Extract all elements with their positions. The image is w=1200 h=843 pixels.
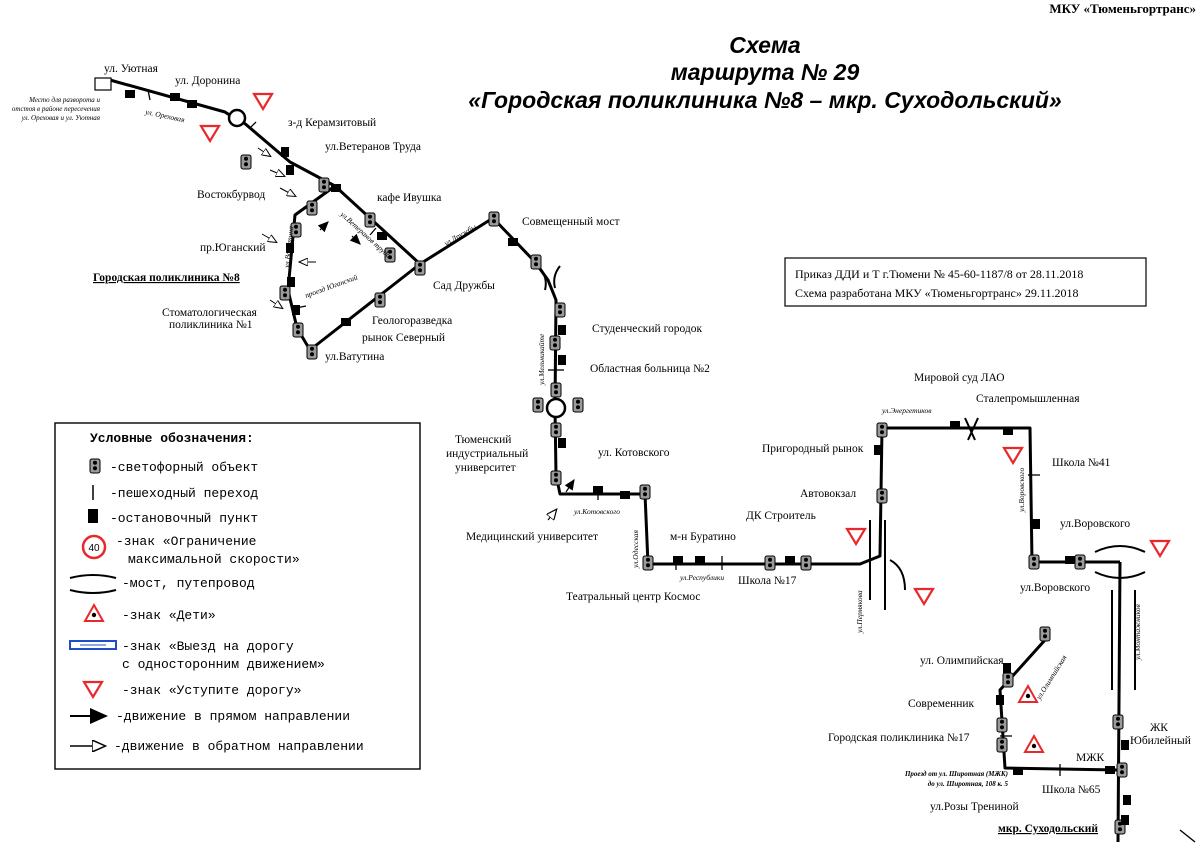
- stop-label: ул. Котовского: [598, 447, 670, 459]
- stop-label: поликлиника №1: [169, 319, 253, 331]
- stop-label: Школа №41: [1052, 457, 1111, 469]
- street-label: ул.Монтажников: [1133, 603, 1142, 661]
- stop-label: университет: [455, 462, 516, 474]
- stop-label: Автовокзал: [800, 488, 856, 500]
- turnaround-box: [94, 77, 112, 91]
- stop-label: ул.Воровского: [1060, 518, 1130, 530]
- organization-label: МКУ «Тюменьгортранс»: [1049, 1, 1196, 16]
- svg-text:-пешеходный переход: -пешеходный переход: [110, 486, 258, 501]
- stop-label: з-д Керамзитовый: [288, 117, 376, 129]
- svg-text:отстоя в районе пересечения: отстоя в районе пересечения: [12, 105, 100, 113]
- stop-label: Пригородный рынок: [762, 443, 864, 455]
- street-label: ул.Котовского: [573, 507, 620, 516]
- stop-label: Сталепромышленная: [976, 393, 1080, 405]
- roundabout-2: [545, 397, 567, 419]
- direction-arrows: [257, 147, 575, 520]
- traffic-light-icon: [89, 458, 101, 474]
- stop-label: Современник: [908, 698, 975, 710]
- passage-note: Проезд от ул. Широтная (МЖК) до ул. Широ…: [904, 770, 1009, 788]
- stop-label: ул.Ветеранов Труда: [325, 141, 421, 153]
- svg-text:-движение в прямом направлении: -движение в прямом направлении: [116, 709, 350, 724]
- stop-label: кафе Ивушка: [377, 192, 441, 204]
- one-way-sign-icon: [69, 640, 117, 650]
- page-title-line2: маршрута № 29: [671, 59, 860, 85]
- street-label: ул.Одесская: [631, 529, 640, 569]
- stop-label: индустриальный: [446, 448, 528, 460]
- svg-text:-знак «Уступите дорогу»: -знак «Уступите дорогу»: [122, 683, 301, 698]
- street-label: проезд Юганский: [304, 272, 359, 300]
- street-label: ул.Дружбы: [442, 222, 478, 248]
- street-label: ул.Энергетиков: [881, 406, 932, 415]
- stop-label: Стоматологическая: [162, 307, 258, 319]
- stop-label: МЖК: [1076, 752, 1105, 764]
- street-label: ул.Ватутина: [282, 225, 295, 269]
- street-label: ул. Ореховая: [144, 107, 186, 124]
- stop-label: ул.Розы Трениной: [930, 801, 1019, 813]
- svg-text:-знак «Дети»: -знак «Дети»: [122, 608, 216, 623]
- street-label: ул.Республики: [679, 573, 724, 582]
- stop-label: Студенческий городок: [592, 323, 703, 335]
- stop-label: Сад Дружбы: [433, 280, 495, 292]
- svg-text:до ул. Широтная, 108 к. 5: до ул. Широтная, 108 к. 5: [928, 780, 1009, 788]
- order-line1: Приказ ДДИ и Т г.Тюмени № 45-60-1187/8 о…: [795, 267, 1083, 281]
- stop-label: Медицинский университет: [466, 531, 598, 543]
- roundabout-1: [227, 108, 247, 128]
- speed-limit-sign-icon: 40: [81, 534, 107, 560]
- street-label: ул.Воровского: [1017, 468, 1026, 513]
- turnaround-note: Место для разворота и отстоя в районе пе…: [12, 96, 101, 122]
- stop-label: пр.Юганский: [200, 242, 266, 254]
- stop-label: Городская поликлиника №17: [828, 732, 970, 744]
- stop-label: ул. Олимпийская: [920, 655, 1004, 667]
- stop-label: ул. Доронина: [175, 75, 240, 87]
- stop-label: Школа №65: [1042, 784, 1101, 796]
- stop-label: Совмещенный мост: [522, 216, 620, 228]
- stop-label: ДК Строитель: [746, 510, 816, 522]
- stop-label: Геологоразведка: [372, 315, 452, 327]
- crosswalks: [147, 89, 1061, 776]
- svg-text:максимальной скорости»: максимальной скорости»: [128, 552, 300, 567]
- svg-text:с односторонним движением»: с односторонним движением»: [122, 657, 325, 672]
- order-box: [784, 257, 1147, 307]
- stop-label: м-н Буратино: [670, 531, 736, 543]
- street-label: ул.Олимпийская: [1034, 653, 1069, 702]
- stop-label: Школа №17: [738, 575, 797, 587]
- stop-label: Юбилейный: [1130, 735, 1191, 747]
- stop-label: Городская поликлиника №8: [93, 272, 240, 284]
- order-line2: Схема разработана МКУ «Тюменьгортранс» 2…: [795, 286, 1078, 300]
- svg-text:ул. Ореховая и ул. Уютная: ул. Ореховая и ул. Уютная: [21, 114, 100, 122]
- street-label: ул.Мельникайте: [537, 333, 546, 386]
- stop-label: ул.Воровского: [1020, 582, 1090, 594]
- page-title-line3: «Городская поликлиника №8 – мкр. Суходол…: [468, 87, 1062, 113]
- stop-label: ул. Уютная: [104, 63, 159, 75]
- svg-text:-светофорный объект: -светофорный объект: [110, 460, 258, 475]
- page-title-line1: Схема: [729, 32, 801, 58]
- legend: Условные обозначения: -светофорный объек…: [54, 422, 421, 770]
- stop-label: рынок Северный: [362, 332, 445, 344]
- stop-label: Театральный центр Космос: [566, 591, 701, 603]
- svg-text:Место для разворота и: Место для разворота и: [28, 96, 100, 104]
- stop-labels: ул. Уютная ул. Доронина з-д Керамзитовый…: [93, 63, 1191, 835]
- bus-stop-icon: [88, 509, 98, 523]
- svg-text:-знак «Выезд на дорогу: -знак «Выезд на дорогу: [122, 639, 294, 654]
- legend-title: Условные обозначения:: [90, 431, 254, 446]
- stop-label: ЖК: [1150, 722, 1168, 734]
- svg-text:-знак «Ограничение: -знак «Ограничение: [116, 534, 256, 549]
- bridge-icon: [539, 265, 1146, 690]
- svg-text:-движение в обратном направлен: -движение в обратном направлении: [114, 739, 364, 754]
- svg-text:40: 40: [88, 543, 100, 554]
- svg-text:-мост, путепровод: -мост, путепровод: [122, 576, 255, 591]
- street-label: ул.Пермякова: [855, 590, 864, 634]
- stop-label: Областная больница №2: [590, 363, 710, 375]
- stop-label: Тюменский: [455, 434, 511, 446]
- bridge-icon: [69, 574, 117, 594]
- stop-label: Мировой суд ЛАО: [914, 372, 1005, 384]
- svg-text:Проезд от ул. Широтная (МЖК): Проезд от ул. Широтная (МЖК): [904, 770, 1008, 778]
- stop-label: ул.Ватутина: [325, 351, 384, 363]
- stop-label: Востокбурвод: [197, 189, 265, 201]
- svg-text:-остановочный пункт: -остановочный пункт: [110, 511, 258, 526]
- stop-label: мкр. Суходольский: [998, 823, 1098, 835]
